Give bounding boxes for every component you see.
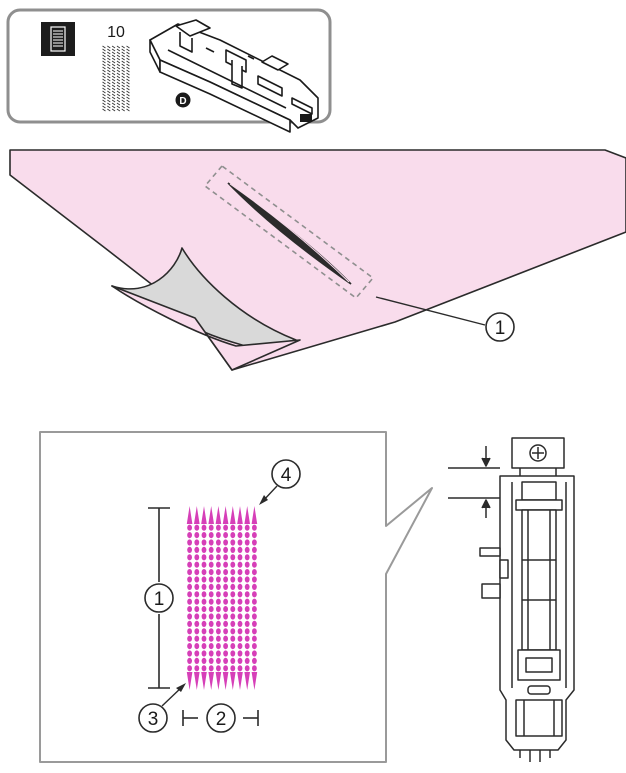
callout-length <box>144 583 174 613</box>
detail-panel-frame <box>39 431 433 763</box>
buttonhole-stitch-block <box>186 506 258 690</box>
header-panel: 10 D <box>6 8 332 133</box>
callout-end <box>271 459 301 489</box>
foot-top-view <box>448 437 575 762</box>
buttonhole-slit <box>227 182 352 285</box>
width-dimension <box>182 710 259 726</box>
stitch-pattern-icon <box>41 22 75 56</box>
stitch-number: 10 <box>107 24 125 41</box>
stitch-preview-icon <box>102 45 130 112</box>
fabric-illustration: 1 <box>9 149 626 371</box>
fabric-fold-edge <box>111 285 301 371</box>
length-dimension <box>148 507 170 689</box>
foot-letter: D <box>179 96 186 107</box>
callout-fabric-buttonhole <box>485 312 515 342</box>
callout-end-label: 4 <box>281 465 292 486</box>
detail-panel: 1 2 3 4 <box>39 431 433 763</box>
foot-letter-badge <box>175 92 191 108</box>
callout-fabric-buttonhole-label: 1 <box>495 318 506 339</box>
callout-start <box>138 703 168 733</box>
buttonhole-foot-icon <box>149 19 319 133</box>
callout-length-label: 1 <box>154 589 165 610</box>
callout-width-label: 2 <box>216 709 227 730</box>
callout-start-label: 3 <box>148 709 159 730</box>
callout-width <box>206 703 236 733</box>
